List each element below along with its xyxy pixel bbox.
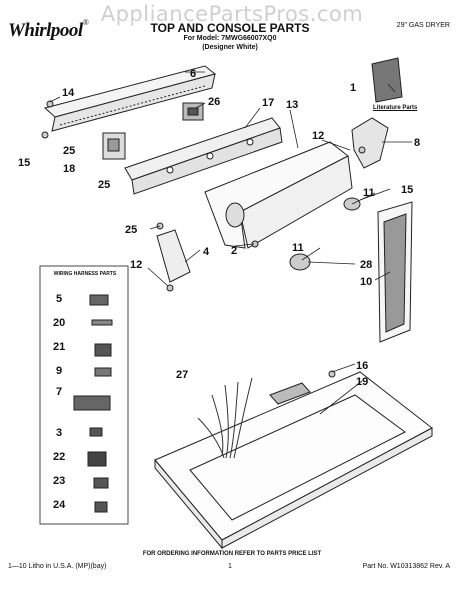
- callout-15b: 15: [18, 157, 30, 169]
- callout-15: 14: [62, 87, 75, 99]
- page-number: 1: [228, 563, 232, 570]
- leader-lines: [49, 71, 412, 415]
- callout-6: 6: [190, 68, 196, 80]
- callout-1: 1: [350, 82, 356, 94]
- part-number: Part No. W10313862 Rev. A: [362, 563, 450, 570]
- callout-27: 26: [208, 96, 220, 108]
- brand-logo: Whirlpool®: [8, 17, 89, 42]
- callout-5: 5: [56, 293, 62, 305]
- brand-mark: ®: [82, 17, 89, 27]
- brand-name: Whirlpool: [8, 20, 83, 41]
- literature-parts-label: Literature Parts: [373, 105, 418, 111]
- model-variant: (Designer White): [202, 44, 258, 51]
- hinge-bracket: [351, 117, 389, 169]
- callout-23: 23: [53, 475, 65, 487]
- console-panel: [204, 141, 353, 249]
- ordering-info: FOR ORDERING INFORMATION REFER TO PARTS …: [142, 551, 322, 557]
- callout-4: 4: [203, 246, 210, 258]
- dryer-top: [154, 371, 433, 550]
- callout-3: 3: [56, 427, 62, 439]
- callout-14: 13: [286, 99, 298, 111]
- wire-harness: [197, 377, 253, 459]
- callout-13: 16: [356, 360, 368, 372]
- callout-17: 15: [401, 184, 413, 196]
- callout-18: 17: [262, 97, 274, 109]
- product-type: 29" GAS DRYER: [396, 22, 450, 29]
- callout-11b: 11: [292, 242, 304, 254]
- screws: [41, 100, 366, 378]
- wiring-harness-box: [39, 265, 129, 525]
- callout-11: 11: [363, 187, 375, 199]
- callout-28: 28: [360, 259, 372, 271]
- harness-connectors: [73, 294, 113, 513]
- lint-screen: [377, 201, 413, 343]
- callout-25b: 25: [98, 179, 110, 191]
- callout-20: 21: [53, 341, 65, 353]
- watermark: AppliancePartsPros.com: [100, 2, 364, 26]
- callout-25: 25: [63, 145, 75, 157]
- callout-7: 7: [56, 386, 62, 398]
- callout-25c: 25: [125, 224, 137, 236]
- callout-2: 2: [231, 245, 237, 257]
- wiring-harness-title: WIRING HARNESS PARTS: [53, 271, 117, 277]
- callout-9: 9: [56, 365, 62, 377]
- console-bracket: [124, 117, 283, 195]
- callout-12: 12: [312, 130, 324, 142]
- callout-8: 8: [414, 137, 420, 149]
- litho-info: 1—10 Litho in U.S.A. (MP)(bay): [8, 563, 107, 570]
- callout-10: 10: [360, 276, 372, 288]
- callout-21: 18: [63, 163, 75, 175]
- switch-bracket: [102, 132, 126, 160]
- callout-26: 27: [176, 369, 188, 381]
- page-title: TOP AND CONSOLE PARTS: [150, 21, 310, 35]
- callout-22: 22: [53, 451, 65, 463]
- console-end-cap: [156, 229, 191, 283]
- callout-16: 19: [356, 376, 368, 388]
- callout-24: 24: [53, 499, 66, 511]
- model-number: For Model: 7MWG66007XQ0: [183, 35, 277, 42]
- callout-19: 20: [53, 317, 65, 329]
- console-rear-panel: [43, 65, 217, 132]
- callout-12b: 12: [130, 259, 142, 271]
